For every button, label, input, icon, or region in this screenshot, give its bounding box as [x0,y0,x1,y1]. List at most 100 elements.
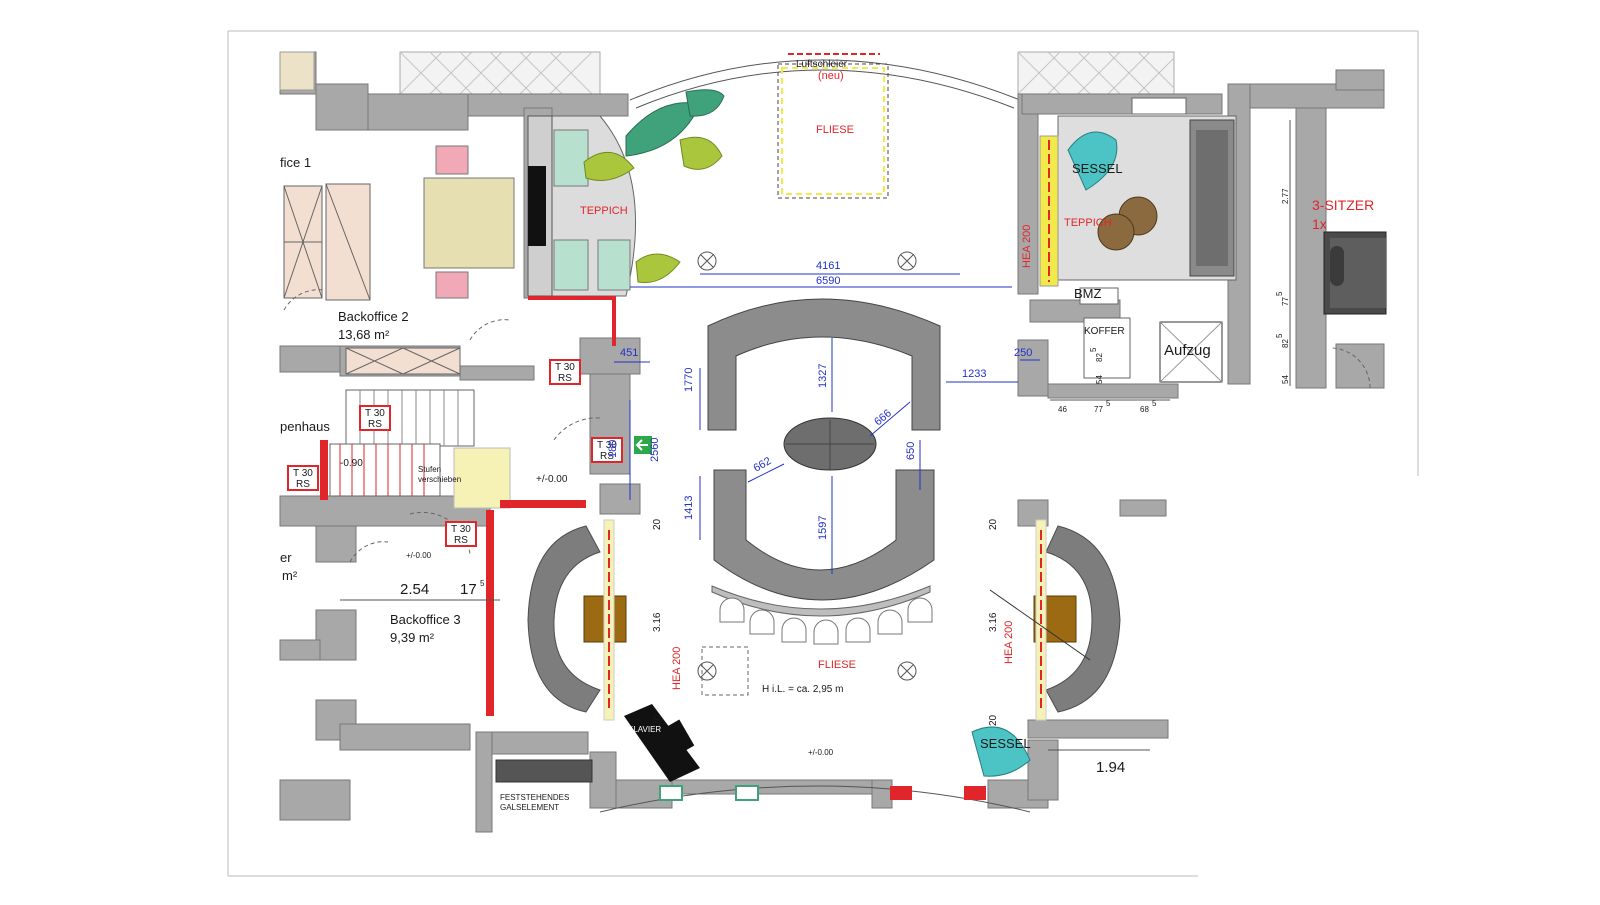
ceiling-lights [697,251,917,681]
dimension-1327: 1327 [817,364,829,388]
stufen-label-2: verschieben [418,475,461,484]
dimension-54b: 54 [1095,375,1104,384]
fire-door-label: RS [296,479,310,490]
dimension-451: 451 [620,347,638,359]
sessel-bottom-label: SESSEL [980,736,1031,751]
dimension-20: 20 [652,518,663,530]
hatch-area-top-right [1017,51,1175,95]
leaf-chairs [583,89,725,284]
fire-door-label: RS [558,373,572,384]
pink-chair [435,145,469,175]
koffer-label: KOFFER [1084,326,1125,337]
dimension-lines-gray [340,120,1291,751]
fire-door-label: T 30 [451,524,471,535]
fire-door-label: RS [368,419,382,430]
fire-door-box [445,521,477,547]
hea-label: HEA 200 [1003,621,1015,664]
room-area-partial: m² [282,568,298,583]
room-area-backoffice2: 13,68 m² [338,327,390,342]
sofa-3-sitzer [1323,231,1387,315]
fliese-top-label: FLIESE [816,124,854,136]
dimension-254: 2.54 [400,581,429,598]
hea-label: HEA 200 [671,647,683,690]
room-label-backoffice3: Backoffice 3 [390,612,461,627]
dimension-lines [614,273,1040,574]
dimension-685-sup: 5 [1152,399,1157,408]
beige-table [423,177,515,269]
level-label: +/-0.00 [406,551,432,560]
dashed-box [701,646,749,696]
dimension-1413: 1413 [683,496,695,520]
piano [624,704,700,782]
bmz-label: BMZ [1074,286,1102,301]
fire-door-label: T 30 [293,468,313,479]
dimension-775-sup: 5 [1275,291,1284,296]
fixed-glass-element [495,759,593,783]
dimension-775: 77 [1281,297,1290,306]
dimension-1233: 1233 [962,368,986,380]
sessel-top-label: SESSEL [1072,161,1123,176]
dimension-825b: 82 [1095,353,1104,362]
klavier-label: KLAVIER [628,725,661,734]
dimension-316: 3.16 [652,612,663,632]
fire-door-label: T 30 [555,362,575,373]
pink-chair [435,271,469,299]
dimension-2560: 2560 [649,438,661,462]
room-area-backoffice3: 9,39 m² [390,630,435,645]
dimension-46: 46 [1058,405,1067,414]
dimension-277: 2.77 [1281,188,1290,204]
sitzer-label: 3-SITZER [1312,197,1374,213]
fire-door-label: RS [454,535,468,546]
booth-right [989,519,1121,721]
dimension-175-sup: 5 [480,579,485,588]
level-label: -0.90 [340,458,363,469]
dimension-825b-sup: 5 [1089,347,1098,352]
room-label-partial: er [280,550,292,565]
luftschleier-label: Luftschleier [796,59,848,70]
hea-label: HEA 200 [1021,225,1033,268]
dimension-20: 20 [988,714,999,726]
dimension-775b: 77 [1094,405,1103,414]
bar-counter [707,298,941,617]
dimension-54: 54 [1281,375,1290,384]
fliese-area-top [777,53,889,199]
dimension-825-sup: 5 [1275,333,1284,338]
fire-door-box [591,437,623,463]
booth-left [527,519,627,721]
office-furniture-left [279,51,515,375]
dimension-316: 3.16 [988,612,999,632]
dimension-662: 662 [752,455,774,475]
fire-door-label: T 30 [365,408,385,419]
sitzer-count: 1x [1312,216,1327,232]
sessel-bottom [971,726,1031,777]
door-markers-bottom [659,785,986,801]
dimension-20: 20 [988,518,999,530]
room-height-label: H i.L. = ca. 2,95 m [762,684,843,695]
room-label-treppenhaus: penhaus [280,419,330,434]
dimension-20: 20 [652,714,663,726]
dimension-1597: 1597 [817,516,829,540]
fliese-mid-label: FLIESE [818,659,856,671]
teppich-zone-left [527,115,637,346]
fire-door-label: RS [600,451,614,462]
bar-stools [719,597,933,645]
dimension-685: 68 [1140,405,1149,414]
dimension-180: 180 [607,440,619,458]
dimension-775b-sup: 5 [1106,399,1111,408]
neu-label: (neu) [818,70,844,82]
glass-element-label: FESTSTEHENDES [500,793,569,802]
entrance-arc [629,59,1021,101]
dimension-250: 250 [1014,347,1032,359]
dimension-175: 17 [460,581,477,598]
dimension-194: 1.94 [1096,759,1125,776]
teppich-right-label: TEPPICH [1064,217,1112,229]
dimension-4161: 4161 [816,260,840,272]
dimension-1770: 1770 [683,368,695,392]
fire-door-box [549,359,581,385]
glass-element-label-2: GALSELEMENT [500,803,559,812]
dimension-825: 82 [1281,339,1290,348]
dimension-650: 650 [905,442,917,460]
hatch-area-top-left [399,51,601,95]
